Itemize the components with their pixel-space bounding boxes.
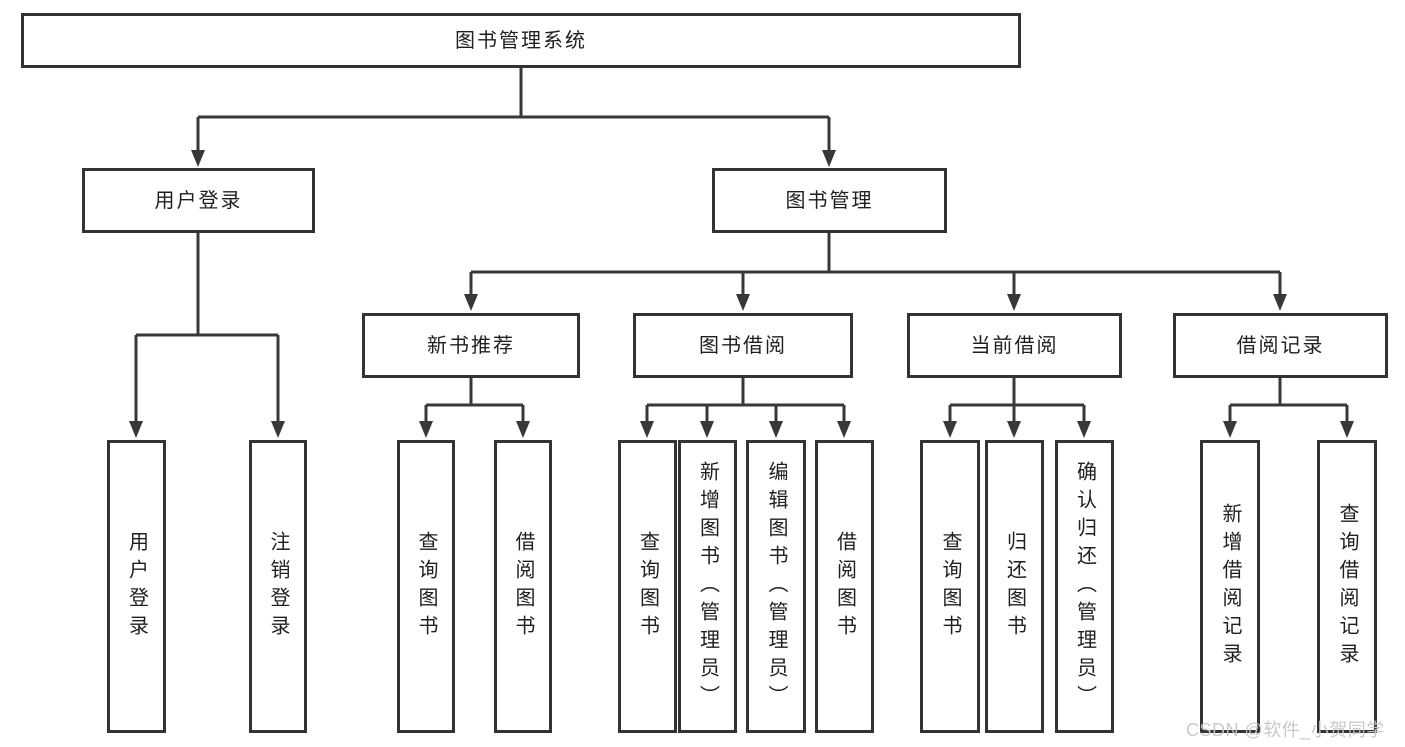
arrowhead bbox=[943, 421, 957, 438]
watermark: CSDN @软件_小贺同学 bbox=[1186, 720, 1385, 740]
arrowhead bbox=[1273, 294, 1287, 311]
node-leaf-search-books-recommend: 查询图书 bbox=[397, 440, 455, 733]
connector-lines bbox=[134, 68, 1349, 423]
node-leaf-add-books-admin: 新增图书（管理员） bbox=[678, 440, 737, 733]
arrowhead bbox=[837, 421, 851, 438]
arrowhead bbox=[640, 421, 654, 438]
node-leaf-search-borrow-record: 查询借阅记录 bbox=[1317, 440, 1377, 733]
arrowhead bbox=[822, 150, 836, 167]
arrowhead bbox=[271, 421, 285, 438]
node-leaf-edit-books-admin: 编辑图书（管理员） bbox=[746, 440, 806, 733]
arrowhead bbox=[129, 421, 143, 438]
arrowhead bbox=[464, 294, 478, 311]
node-book-management: 图书管理 bbox=[712, 168, 947, 233]
node-leaf-search-books-borrow: 查询图书 bbox=[618, 440, 677, 733]
arrowheads bbox=[129, 150, 1354, 438]
arrowhead bbox=[191, 150, 205, 167]
arrowhead bbox=[736, 294, 750, 311]
node-root-library-system: 图书管理系统 bbox=[21, 13, 1021, 68]
arrowhead bbox=[1223, 421, 1237, 438]
arrowhead bbox=[700, 421, 714, 438]
arrowhead bbox=[1340, 421, 1354, 438]
node-leaf-confirm-return-admin: 确认归还（管理员） bbox=[1055, 440, 1114, 733]
node-current-borrowing: 当前借阅 bbox=[907, 313, 1122, 378]
node-leaf-search-books-current: 查询图书 bbox=[920, 440, 980, 733]
node-leaf-logout: 注销登录 bbox=[249, 440, 307, 733]
node-new-book-recommendation: 新书推荐 bbox=[362, 313, 580, 378]
node-borrowing-records: 借阅记录 bbox=[1173, 313, 1388, 378]
node-leaf-borrow-books: 借阅图书 bbox=[815, 440, 874, 733]
node-leaf-add-borrow-record: 新增借阅记录 bbox=[1200, 440, 1260, 733]
arrowhead bbox=[1077, 421, 1091, 438]
arrowhead bbox=[419, 421, 433, 438]
arrowhead bbox=[769, 421, 783, 438]
node-user-login: 用户登录 bbox=[82, 168, 315, 233]
node-book-borrowing: 图书借阅 bbox=[633, 313, 853, 378]
node-leaf-return-books: 归还图书 bbox=[985, 440, 1044, 733]
node-leaf-user-login: 用户登录 bbox=[107, 440, 166, 733]
arrowhead bbox=[1007, 421, 1021, 438]
arrowhead bbox=[1007, 294, 1021, 311]
node-leaf-borrow-books-recommend: 借阅图书 bbox=[494, 440, 552, 733]
arrowhead bbox=[516, 421, 530, 438]
